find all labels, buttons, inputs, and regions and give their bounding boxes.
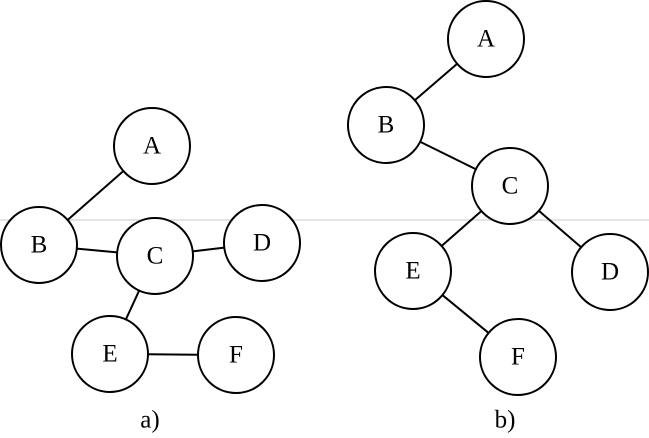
node-label: F	[229, 342, 243, 369]
node-circle	[223, 204, 301, 282]
node-label: B	[31, 232, 48, 259]
edge-b-e-f	[441, 294, 490, 334]
node-label: B	[378, 112, 395, 139]
diagram-a: A B C D E F	[0, 107, 301, 394]
edge-a-c-e	[124, 290, 141, 320]
node-b-a: A	[447, 0, 525, 78]
node-label: D	[253, 230, 271, 257]
node-label: C	[147, 243, 164, 270]
node-a-a: A	[113, 107, 191, 185]
node-label: E	[405, 258, 420, 285]
edge-b-a-b	[414, 63, 458, 101]
node-a-e: E	[71, 315, 149, 393]
node-a-d: D	[223, 204, 301, 282]
node-circle	[479, 318, 557, 396]
node-circle	[471, 147, 549, 225]
node-label: C	[502, 173, 519, 200]
edge-a-b-c	[76, 247, 118, 254]
node-circle	[374, 232, 452, 310]
node-b-c: C	[471, 147, 549, 225]
edge-b-b-c	[419, 140, 477, 171]
node-label: A	[477, 26, 495, 53]
caption-b: b)	[495, 407, 516, 434]
node-label: D	[601, 259, 619, 286]
node-label: E	[102, 341, 117, 368]
edge-b-c-d	[538, 210, 582, 248]
diagram-b: A B C E D F	[347, 0, 649, 396]
node-b-b: B	[347, 86, 425, 164]
node-b-e: E	[374, 232, 452, 310]
node-circle	[71, 315, 149, 393]
node-circle	[113, 107, 191, 185]
edge-b-c-e	[440, 210, 483, 247]
node-circle	[347, 86, 425, 164]
node-circle	[447, 0, 525, 78]
node-circle	[116, 217, 194, 295]
node-label: A	[143, 133, 161, 160]
node-a-b: B	[0, 206, 78, 284]
node-a-c: C	[116, 217, 194, 295]
node-circle	[0, 206, 78, 284]
node-circle	[197, 316, 275, 394]
edge-a-a-b	[66, 170, 125, 221]
node-a-f: F	[197, 316, 275, 394]
edge-a-c-d	[192, 246, 225, 253]
node-b-f: F	[479, 318, 557, 396]
node-b-d: D	[571, 233, 649, 311]
node-label: F	[511, 344, 525, 371]
node-circle	[571, 233, 649, 311]
caption-a: a)	[140, 407, 159, 434]
